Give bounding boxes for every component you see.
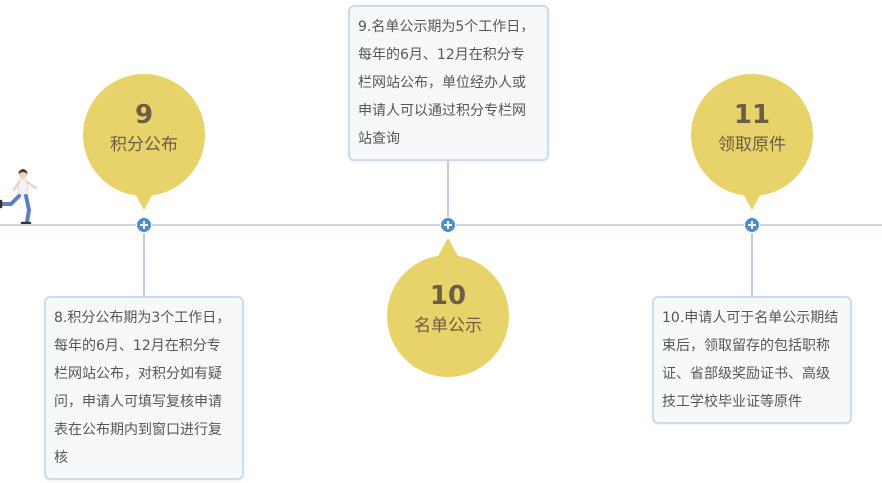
card-line: 10.申请人可于名单公示期结: [662, 310, 839, 326]
runner-figure: [0, 169, 38, 225]
card-line: 站查询: [358, 131, 400, 147]
card-line: 栏网站公布，单位经办人或: [358, 75, 526, 91]
milestone-number: 10: [429, 281, 467, 311]
description-card-9: 9.名单公示期为5个工作日， 每年的6月、12月在积分专 栏网站公布，单位经办人…: [348, 5, 549, 161]
expand-node-icon[interactable]: [137, 218, 151, 232]
connector-line: [143, 226, 145, 297]
card-line: 束后，领取留存的包括职称: [662, 338, 830, 354]
card-line: 问，申请人可填写复核申请: [54, 394, 222, 410]
card-line: 每年的6月、12月在积分专: [54, 338, 221, 354]
bubble-pointer: [438, 238, 458, 256]
expand-node-icon[interactable]: [441, 218, 455, 232]
milestone-title: 领取原件: [718, 135, 786, 155]
card-line: 核: [54, 450, 68, 466]
card-line: 申请人可以通过积分专栏网: [358, 103, 526, 119]
bubble-pointer: [742, 192, 762, 210]
bubble-pointer: [134, 192, 154, 210]
card-line: 每年的6月、12月在积分专: [358, 47, 525, 63]
card-line: 栏网站公布，对积分如有疑: [54, 366, 222, 382]
milestone-number: 9: [134, 100, 154, 130]
card-line: 技工学校毕业证等原件: [662, 394, 802, 410]
milestone-number: 11: [733, 100, 771, 130]
card-line: 表在公布期内到窗口进行复: [54, 422, 222, 438]
milestone-bubble-10: 10 名单公示: [387, 255, 509, 377]
milestone-title: 积分公布: [110, 135, 178, 155]
description-card-10: 10.申请人可于名单公示期结 束后，领取留存的包括职称 证、省部级奖励证书、高级…: [652, 296, 852, 424]
milestone-bubble-9: 9 积分公布: [83, 74, 205, 196]
milestone-title: 名单公示: [414, 316, 482, 336]
expand-node-icon[interactable]: [745, 218, 759, 232]
connector-line: [447, 157, 449, 224]
description-card-8: 8.积分公布期为3个工作日， 每年的6月、12月在积分专 栏网站公布，对积分如有…: [44, 296, 244, 480]
card-line: 9.名单公示期为5个工作日，: [358, 19, 535, 35]
milestone-bubble-11: 11 领取原件: [691, 74, 813, 196]
card-line: 证、省部级奖励证书、高级: [662, 366, 830, 382]
connector-line: [751, 226, 753, 297]
card-line: 8.积分公布期为3个工作日，: [54, 310, 231, 326]
